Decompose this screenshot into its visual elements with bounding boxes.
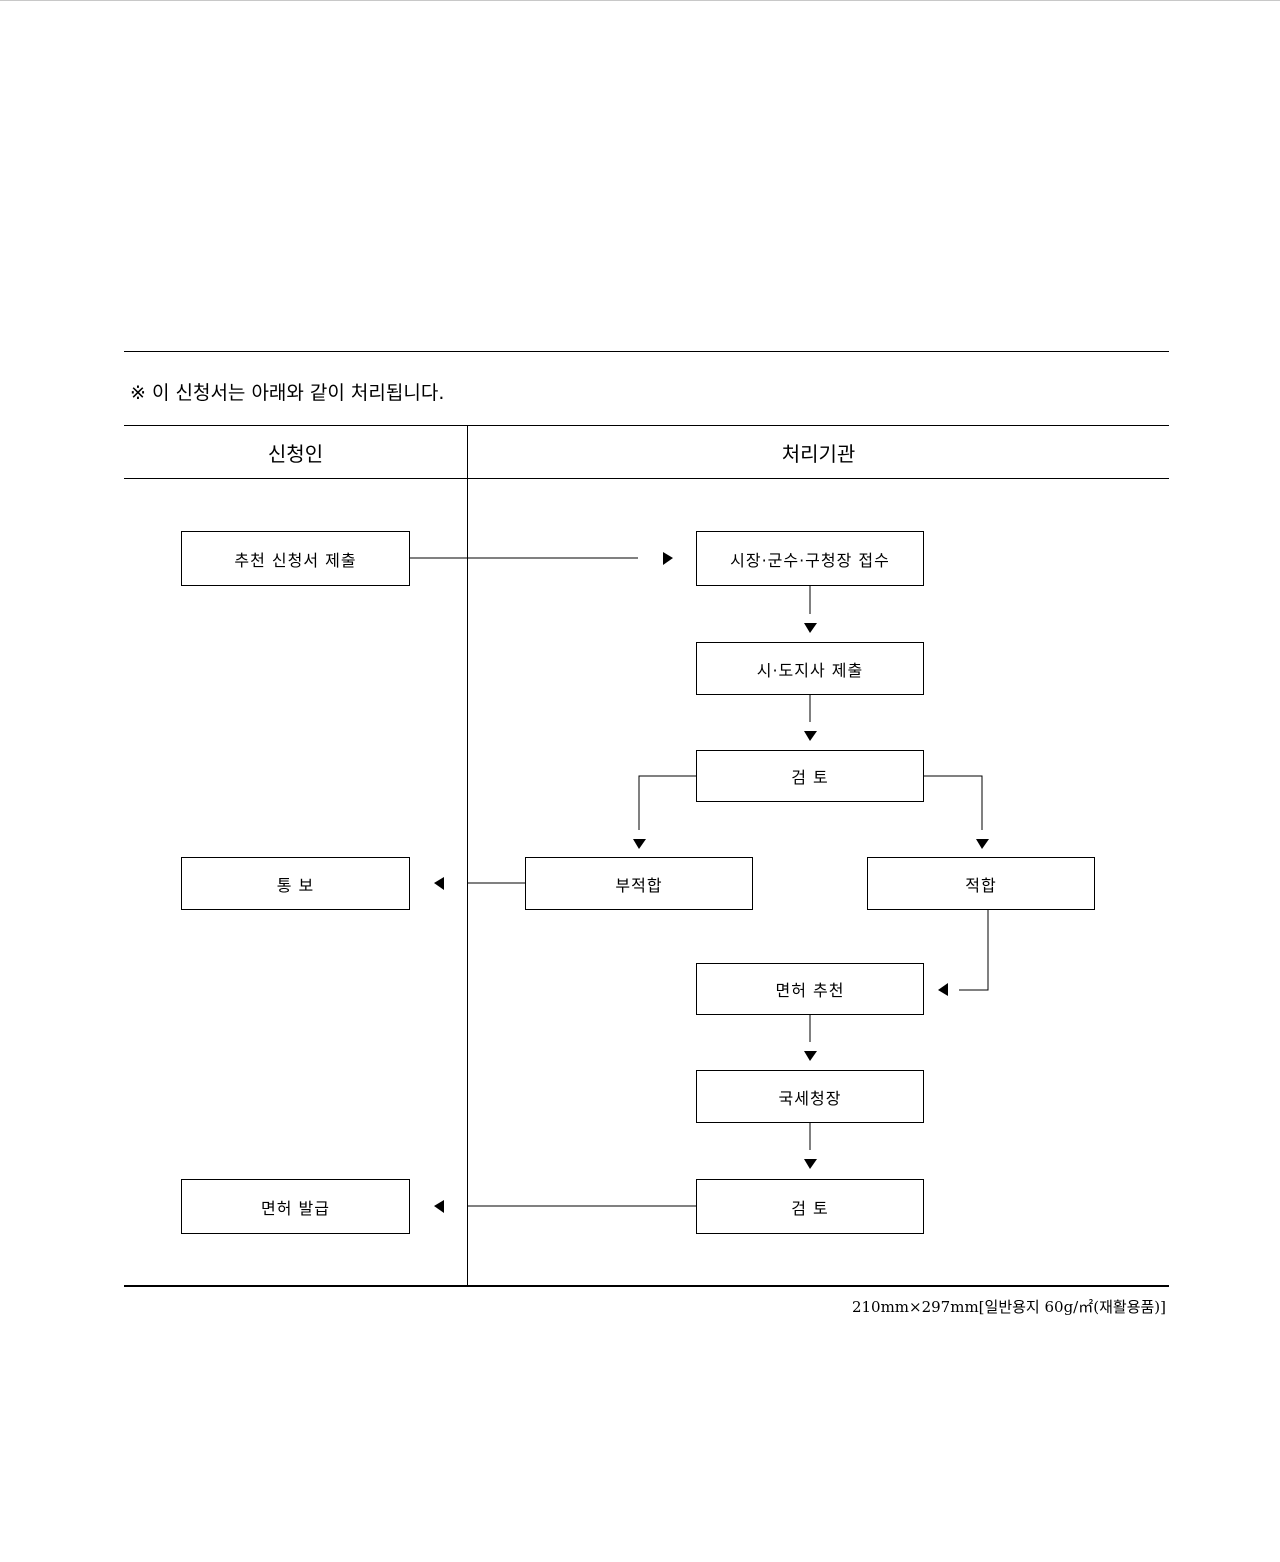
section-top-rule: [124, 351, 1169, 352]
step-commissioner: 국세청장: [696, 1070, 924, 1123]
step-review-2: 검 토: [696, 1179, 924, 1234]
arrow-down-icon: [804, 623, 817, 633]
step-notify: 통 보: [181, 857, 410, 910]
connector-suitable-to-recommend: [959, 910, 989, 991]
step-recommend: 면허 추천: [696, 963, 924, 1015]
column-divider: [467, 425, 468, 1286]
page-top-border: [0, 0, 1280, 1]
connector-review-to-suitable: [924, 775, 983, 830]
arrow-right-icon: [663, 552, 673, 565]
arrow-left-icon: [434, 1200, 444, 1213]
step-license-issue: 면허 발급: [181, 1179, 410, 1234]
header-bottom-rule: [124, 478, 1169, 479]
arrow-left-icon: [938, 983, 948, 996]
column-header-agency: 처리기관: [781, 442, 856, 466]
table-top-rule: [124, 425, 1169, 426]
arrow-down-icon: [804, 1159, 817, 1169]
connector-review-to-unsuitable: [638, 775, 696, 830]
arrow-down-icon: [976, 839, 989, 849]
step-unsuitable: 부적합: [525, 857, 753, 910]
arrow-left-icon: [434, 877, 444, 890]
paper-spec-footer: 210mm×297mm[일반용지 60g/㎡(재활용품)]: [851, 1298, 1166, 1316]
arrow-down-icon: [633, 839, 646, 849]
processing-notice: ※ 이 신청서는 아래와 같이 처리됩니다.: [130, 382, 445, 404]
arrow-down-icon: [804, 1051, 817, 1061]
step-suitable: 적합: [867, 857, 1095, 910]
step-receive: 시장·군수·구청장 접수: [696, 531, 924, 586]
step-review-1: 검 토: [696, 750, 924, 802]
step-submit-application: 추천 신청서 제출: [181, 531, 410, 586]
step-forward: 시·도지사 제출: [696, 642, 924, 695]
column-header-applicant: 신청인: [267, 442, 324, 466]
table-bottom-rule: [124, 1285, 1169, 1287]
arrow-down-icon: [804, 731, 817, 741]
